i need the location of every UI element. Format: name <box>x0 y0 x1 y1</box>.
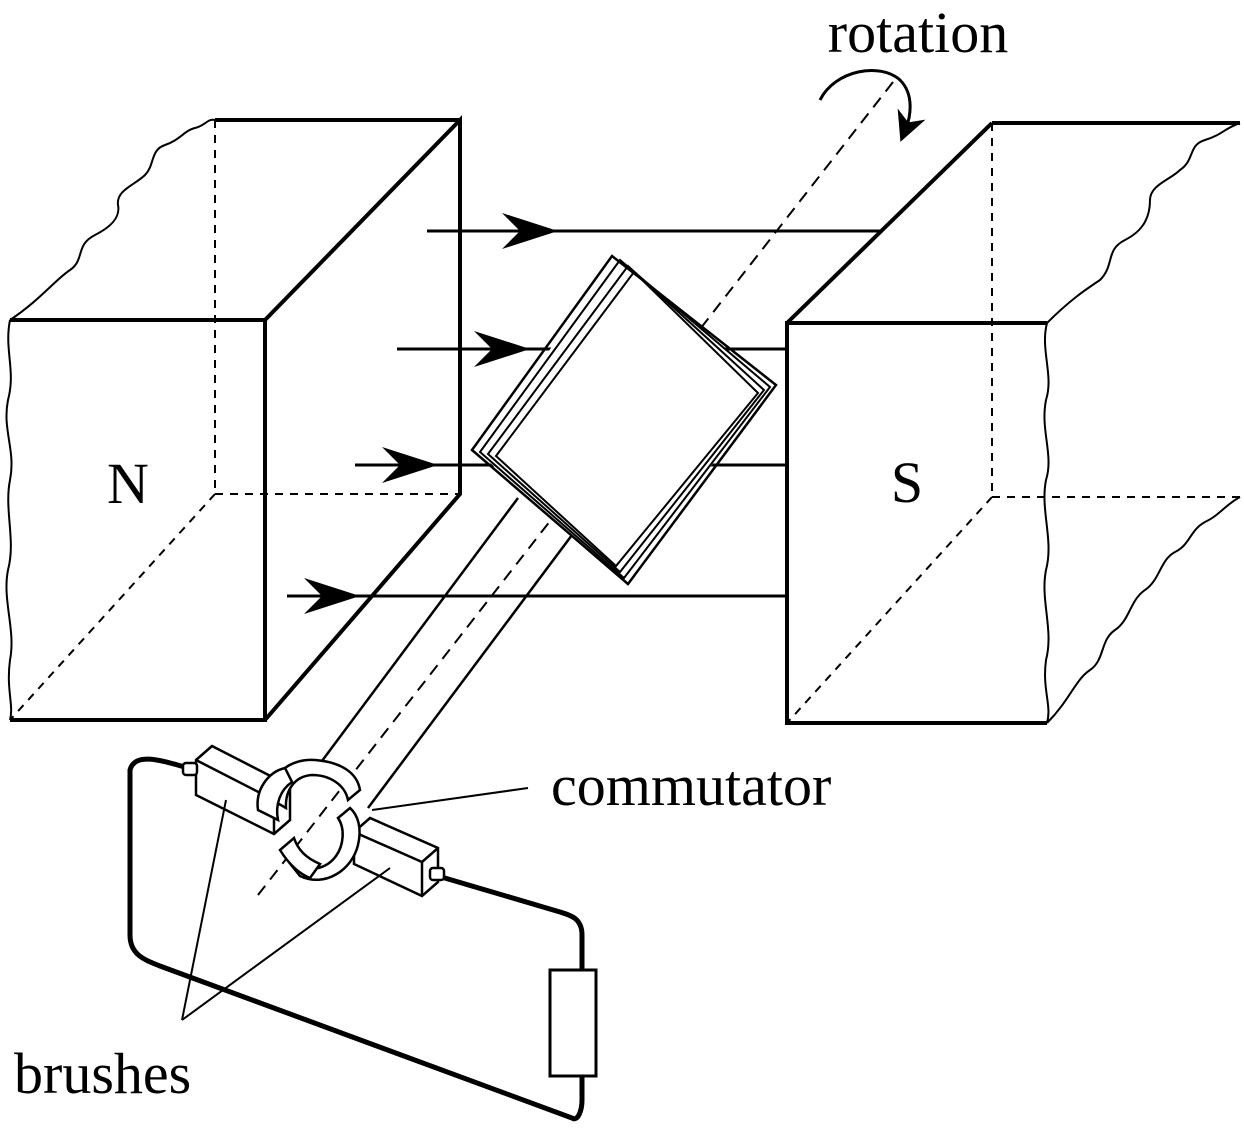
brush-right <box>352 816 446 898</box>
north-magnet-torn-edges <box>5 118 216 721</box>
coil-leads <box>311 497 574 809</box>
north-magnet-hidden-edges <box>9 120 460 721</box>
rotation-arrow <box>818 68 926 142</box>
commutator <box>256 758 362 882</box>
south-pole-label: S <box>891 450 923 515</box>
brushes-label: brushes <box>14 1041 191 1106</box>
north-magnet-edges <box>10 115 462 722</box>
rotation-label: rotation <box>828 0 1008 65</box>
brushes-leader-2 <box>181 867 391 1021</box>
brushes-leader-1 <box>181 799 227 1021</box>
south-magnet-torn-edges <box>1043 122 1241 724</box>
load-resistor <box>548 968 598 1078</box>
commutator-segment-upper <box>270 758 362 811</box>
north-pole-label: N <box>107 451 149 516</box>
south-magnet-hidden-edges <box>786 123 1240 724</box>
field-arrowheads <box>304 213 558 614</box>
field-arrow-3 <box>382 447 438 483</box>
commutator-leader <box>371 787 529 811</box>
commutator-segment-lower <box>288 806 361 882</box>
field-arrow-1 <box>502 213 558 249</box>
field-arrow-2 <box>474 331 530 367</box>
armature-coil <box>470 254 778 586</box>
external-circuit <box>127 756 598 1122</box>
circuit-wire <box>127 756 585 1122</box>
rotation-axis <box>257 81 894 896</box>
commutator-label: commutator <box>551 753 831 818</box>
leader-lines <box>181 787 529 1021</box>
field-arrow-4 <box>304 578 360 614</box>
south-magnet-edges <box>785 121 1240 725</box>
north-magnet <box>5 115 462 722</box>
south-magnet <box>785 121 1241 725</box>
